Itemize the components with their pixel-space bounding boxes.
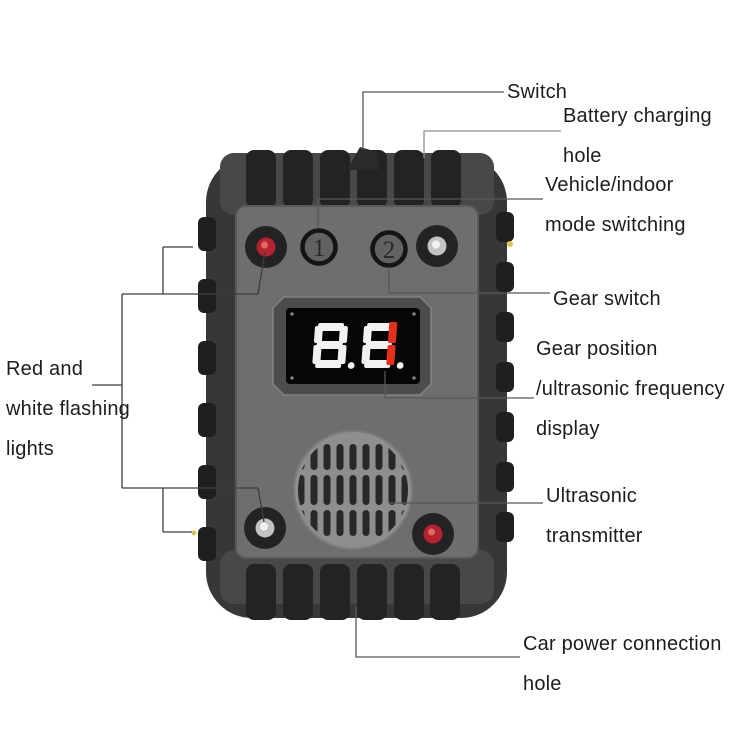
side-indicator-right — [507, 241, 513, 247]
top-right-white-led — [416, 225, 458, 267]
digit-2-white-segments — [361, 323, 404, 369]
top-left-red-led — [245, 226, 287, 268]
bottom-right-red-led — [412, 513, 454, 555]
label-switch-line1: Switch — [507, 81, 568, 103]
label-flashing-line3: lights — [6, 438, 54, 460]
label-ultrasonic-line2: transmitter — [546, 525, 643, 547]
callout-battery-hole-line — [423, 130, 561, 158]
led-display — [272, 296, 432, 396]
right-grip-bumps — [496, 212, 514, 542]
label-ultrasonic-transmitter: Ultrasonic transmitter — [546, 476, 643, 556]
callout-gear-switch-line — [388, 267, 550, 294]
left-grip-bumps — [198, 217, 216, 561]
label-flashing-lights: Red and white flashing lights — [6, 349, 130, 469]
callout-lines — [92, 91, 561, 658]
label-battery-line1: Battery charging — [563, 105, 712, 127]
top-ribs — [246, 150, 461, 208]
label-battery-charging-hole: Battery charging hole — [563, 96, 712, 176]
button-2-label: 2 — [383, 237, 396, 264]
callout-car-power-line — [355, 606, 520, 658]
label-flashing-line1: Red and — [6, 358, 84, 380]
bottom-ribs — [246, 564, 460, 620]
callout-flashing-lights-bracket — [92, 246, 266, 533]
speaker-grille — [293, 430, 413, 550]
button-2: 2 — [370, 230, 408, 268]
digit-1 — [312, 323, 355, 369]
display-digits — [312, 322, 404, 369]
label-gear-display-line2: /ultrasonic frequency — [536, 378, 725, 400]
label-gear-display-line3: display — [536, 418, 600, 440]
label-switch: Switch — [507, 72, 567, 112]
callout-gear-display-line — [384, 371, 534, 399]
label-ultrasonic-line1: Ultrasonic — [546, 485, 637, 507]
label-vehicle-line2: mode switching — [545, 214, 686, 236]
speaker-slots — [298, 444, 408, 536]
callout-switch-line — [362, 91, 504, 150]
button-1-label: 1 — [313, 235, 326, 262]
label-gear-switch: Gear switch — [553, 279, 661, 319]
label-vehicle-line1: Vehicle/indoor — [545, 174, 674, 196]
side-indicator-left — [191, 530, 197, 536]
callout-vehicle-mode-line — [317, 198, 543, 228]
label-car-power-hole: Car power connection hole — [523, 624, 722, 704]
bottom-left-white-led — [244, 507, 286, 549]
label-gear-display-line1: Gear position — [536, 338, 658, 360]
label-vehicle-indoor-mode: Vehicle/indoor mode switching — [545, 165, 686, 245]
button-1: 1 — [300, 228, 338, 266]
device-body: 1 2 — [191, 147, 514, 620]
label-car-power-line2: hole — [523, 673, 562, 695]
label-gear-switch-line1: Gear switch — [553, 288, 661, 310]
label-car-power-line1: Car power connection — [523, 633, 722, 655]
label-gear-position-display: Gear position /ultrasonic frequency disp… — [536, 329, 725, 449]
power-switch-nub — [347, 147, 379, 170]
label-battery-line2: hole — [563, 145, 602, 167]
label-flashing-line2: white flashing — [6, 398, 130, 420]
display-corner-screws — [290, 312, 416, 380]
digit-2-red-segments — [386, 322, 398, 365]
display-screen — [286, 308, 420, 384]
